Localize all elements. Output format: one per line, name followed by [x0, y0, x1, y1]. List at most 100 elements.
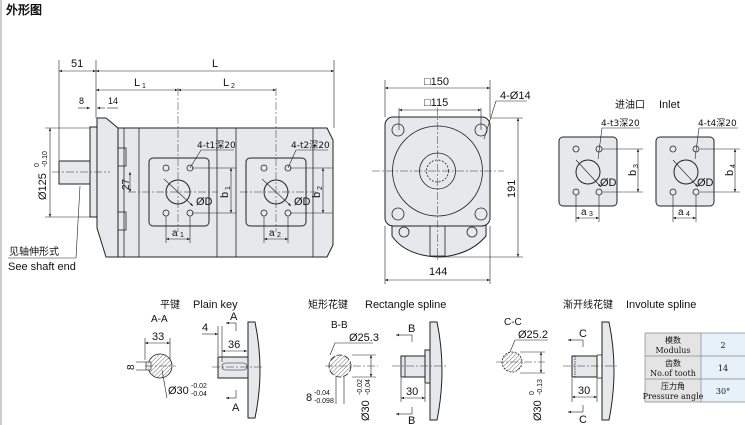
- shaft-note-cn: 见轴伸形式: [9, 245, 59, 258]
- table-value: 14: [718, 364, 728, 373]
- involute-spline-detail: 渐开线花键 Involute spline C-C Ø25.2 Ø30 0 -0…: [496, 298, 745, 425]
- involute-title-cn: 渐开线花键: [563, 298, 613, 311]
- shaft-note-en: See shaft end: [8, 261, 76, 273]
- rectangle-spline-detail: 矩形花键 Rectangle spline B-B Ø25.3 8 -0.04 …: [306, 298, 446, 425]
- svg-text:2: 2: [277, 232, 281, 239]
- port2-dia-label: ØD: [294, 196, 311, 208]
- dim-8: 8: [126, 364, 137, 370]
- shaft: [58, 160, 92, 185]
- section-marker-bottom: B: [408, 415, 415, 425]
- holes-label: 4-Ø14: [500, 90, 531, 102]
- flange: [601, 321, 615, 421]
- svg-text:4: 4: [686, 211, 690, 218]
- dim-dia-125: Ø125 0 -0.10: [34, 151, 49, 200]
- svg-text:3: 3: [633, 164, 640, 168]
- dim-8: 8: [79, 96, 84, 106]
- dim-sq150: □150: [424, 76, 449, 88]
- rect-spline-title-cn: 矩形花键: [308, 298, 348, 311]
- svg-text:2: 2: [231, 83, 235, 90]
- table-label-cn: 压力角: [661, 381, 685, 391]
- dim-191: 191: [506, 180, 518, 198]
- spline-spec-table: 模数 Modulus 2 齿数 No.of tooth 14 压力角 Press…: [643, 332, 745, 403]
- svg-text:1: 1: [225, 186, 232, 190]
- dim-b2: b: [311, 192, 323, 198]
- section-marker-top: A: [230, 311, 238, 323]
- key-slot: [221, 362, 248, 371]
- section-marker-top: B: [408, 323, 415, 335]
- dim-b3: b: [627, 170, 639, 176]
- inlet-plate-3: ØD b 3 a 3 4-t3深20: [558, 118, 643, 222]
- svg-text:ØD: ØD: [697, 177, 714, 189]
- dim-33: 33: [152, 331, 164, 343]
- table-value: 30°: [716, 387, 730, 396]
- table-label-cn: 模数: [665, 335, 681, 345]
- table-value: 2: [720, 341, 725, 350]
- plain-key-title-cn: 平键: [160, 298, 180, 311]
- section-marker-top: C: [579, 328, 587, 340]
- table-label-en: Pressure angle: [643, 392, 704, 401]
- dim-51: 51: [71, 58, 83, 70]
- svg-text:-0.098: -0.098: [314, 398, 334, 405]
- flange: [429, 321, 443, 421]
- dim-a1: a: [172, 228, 178, 239]
- table-label-en: Modulus: [655, 346, 690, 355]
- svg-text:3: 3: [589, 211, 593, 218]
- inlet-title-cn: 进油口: [615, 98, 645, 111]
- section-marker-bottom: A: [232, 402, 240, 414]
- inlet-title-en: Inlet: [659, 99, 680, 111]
- dim-L: L: [212, 58, 218, 70]
- svg-text:1: 1: [142, 83, 146, 90]
- svg-text:ØD: ØD: [600, 177, 617, 189]
- plain-key-detail: 平键 Plain key A-A 33 8 Ø30 -0.02 -0.04 4 …: [126, 298, 262, 419]
- dim-30: 30: [578, 385, 590, 397]
- svg-text:-0.04: -0.04: [314, 390, 330, 397]
- dim-b1: b: [219, 192, 231, 198]
- dim-sq115: □115: [424, 97, 448, 109]
- dim-14: 14: [108, 96, 118, 106]
- rect-spline-title-en: Rectangle spline: [365, 299, 446, 311]
- dim-a2: a: [269, 228, 275, 239]
- dim-4: 4: [202, 322, 208, 334]
- section-label: C-C: [504, 317, 522, 328]
- dim-b4: b: [724, 170, 736, 176]
- dim-width-8: 8: [306, 392, 312, 404]
- section-label: B-B: [331, 320, 348, 331]
- front-view: □150 □115 4-Ø14 191 144: [372, 76, 531, 284]
- svg-text:2: 2: [317, 186, 324, 190]
- svg-text:Ø125: Ø125: [37, 173, 49, 200]
- plain-key-title-en: Plain key: [193, 299, 238, 311]
- dim-30: 30: [406, 386, 418, 398]
- svg-text:-0.02: -0.02: [357, 379, 364, 395]
- svg-text:0: 0: [529, 391, 536, 395]
- dim-36: 36: [228, 339, 240, 351]
- dim-a3: a: [581, 207, 587, 218]
- flange: [247, 321, 261, 419]
- svg-text:4: 4: [730, 164, 737, 168]
- inlet-plate-4: ØD b 4 a 4 4-t4深20: [655, 118, 740, 222]
- dim-dia30: Ø30: [168, 385, 189, 397]
- side-view: 51 L L 1 L 2 8 14 Ø125 0 -0.10 27 b 1 b …: [8, 58, 335, 273]
- svg-text:-0.04: -0.04: [191, 391, 207, 398]
- port1-dia-label: ØD: [196, 196, 213, 208]
- table-label-en: No.of tooth: [650, 369, 696, 378]
- flange: [96, 117, 119, 258]
- section-label: A-A: [151, 314, 168, 325]
- dim-a4: a: [678, 207, 684, 218]
- section-marker-bottom: C: [579, 414, 587, 425]
- page-title: 外形图: [6, 2, 42, 17]
- holes4-label: 4-t4深20: [698, 118, 737, 129]
- table-label-cn: 齿数: [665, 358, 681, 368]
- dim-dia25-3: Ø25.3: [349, 332, 379, 344]
- shaft: [571, 355, 598, 378]
- svg-text:-0.04: -0.04: [365, 379, 372, 395]
- svg-text:-0.02: -0.02: [191, 383, 207, 390]
- dim-dia30: Ø30: [360, 400, 372, 421]
- dim-L1: L: [134, 77, 140, 89]
- svg-text:1: 1: [180, 232, 184, 239]
- involute-title-en: Involute spline: [626, 299, 696, 311]
- svg-text:-0.10: -0.10: [42, 151, 49, 167]
- inlet-view: 进油口 Inlet ØD b 3 a 3 4-t3深20 ØD: [558, 98, 740, 222]
- holes3-label: 4-t3深20: [601, 118, 640, 129]
- svg-text:-0.13: -0.13: [537, 379, 544, 395]
